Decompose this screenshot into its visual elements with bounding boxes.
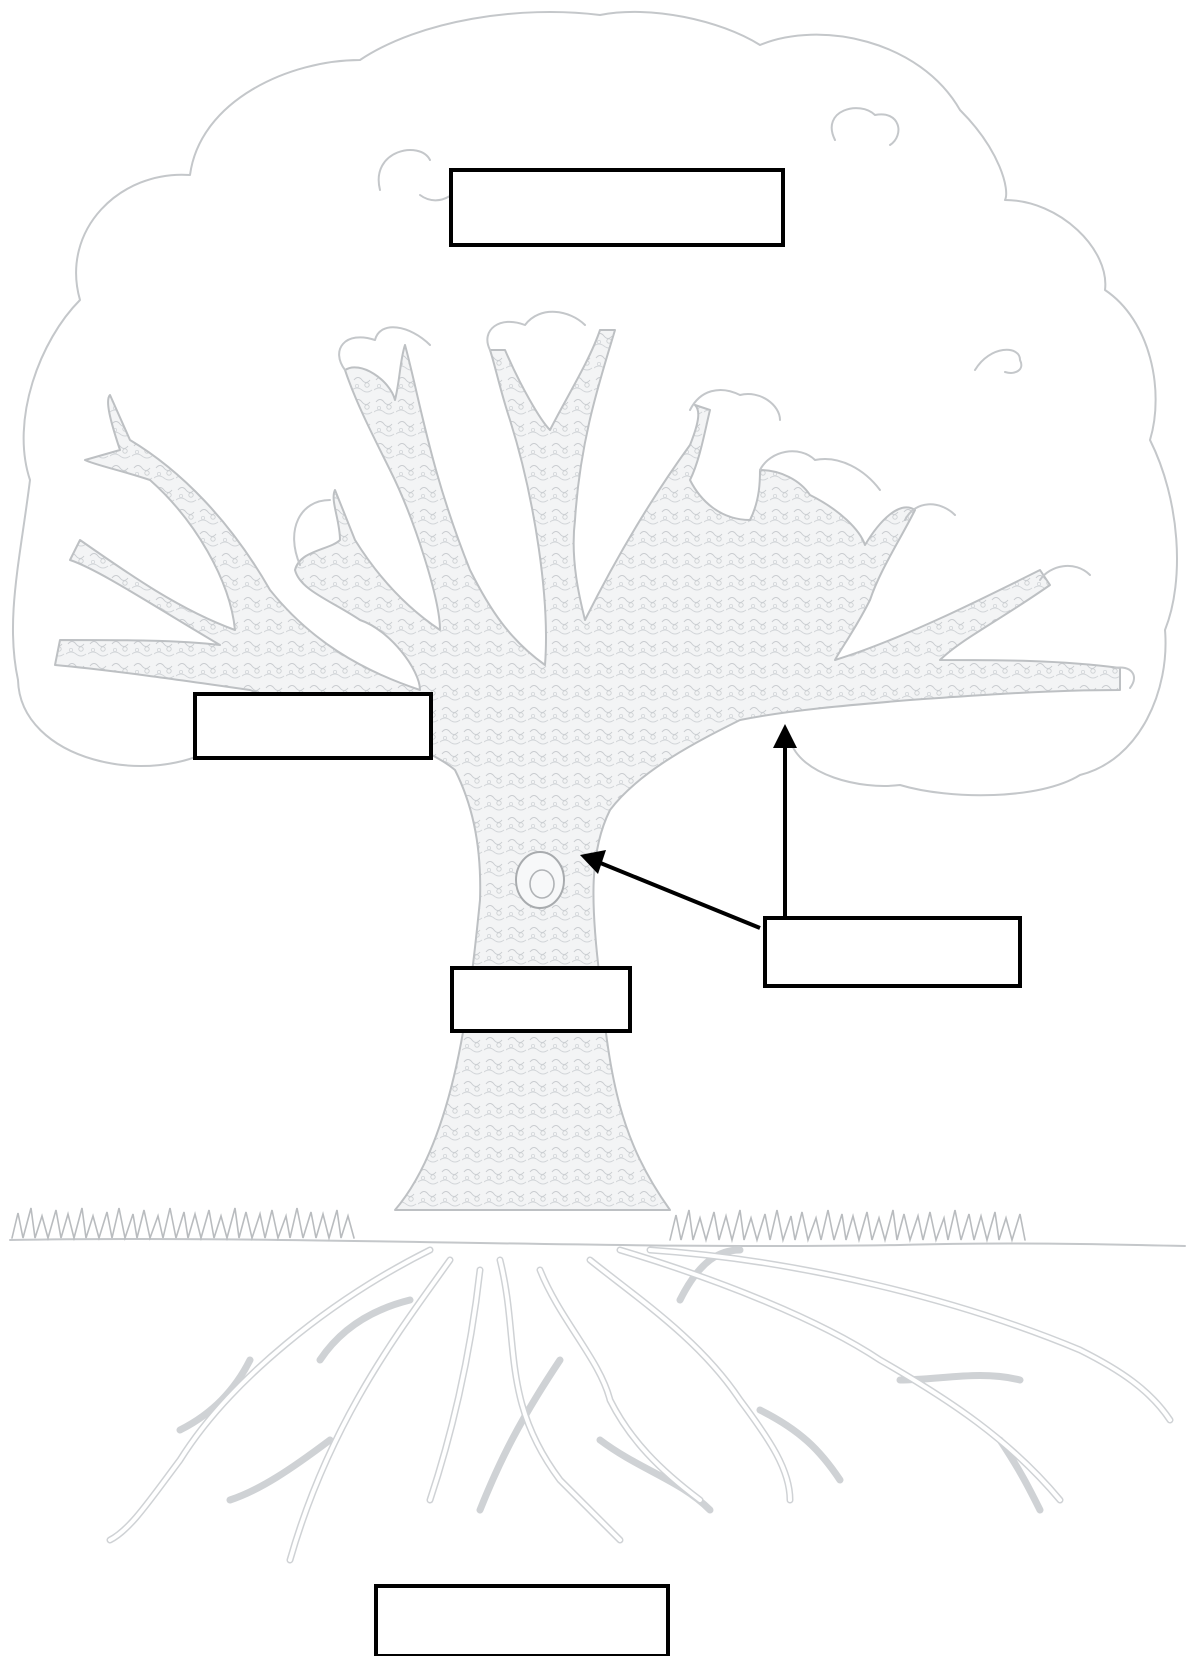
branch-tuft-6	[904, 503, 956, 521]
roots	[106, 1246, 1174, 1564]
branch-tuft-2	[486, 310, 586, 351]
crown-curl-4	[974, 348, 1023, 374]
branch-tuft-4	[759, 450, 881, 491]
label-box-roots[interactable]	[374, 1584, 670, 1656]
label-box-crown[interactable]	[449, 168, 785, 247]
ground-line	[9, 1237, 1186, 1248]
arrow-to-bark	[580, 850, 761, 930]
crown-curl-3	[830, 107, 900, 146]
grass	[11, 1207, 1026, 1244]
label-box-trunk[interactable]	[450, 966, 632, 1033]
label-box-bark[interactable]	[763, 916, 1022, 988]
crown-curl-1	[377, 149, 431, 191]
branch-tuft-1	[338, 326, 431, 371]
crown-outline	[11, 10, 1178, 797]
tree-wood	[54, 329, 1121, 1211]
label-box-branch[interactable]	[193, 692, 433, 760]
branch-tuft-3	[689, 389, 781, 421]
branch-tuft-7	[1039, 564, 1091, 581]
knot	[515, 851, 565, 909]
arrow-to-branch	[773, 724, 797, 918]
branch-tuft-5	[293, 499, 331, 566]
branch-tuft-8	[1114, 666, 1135, 689]
